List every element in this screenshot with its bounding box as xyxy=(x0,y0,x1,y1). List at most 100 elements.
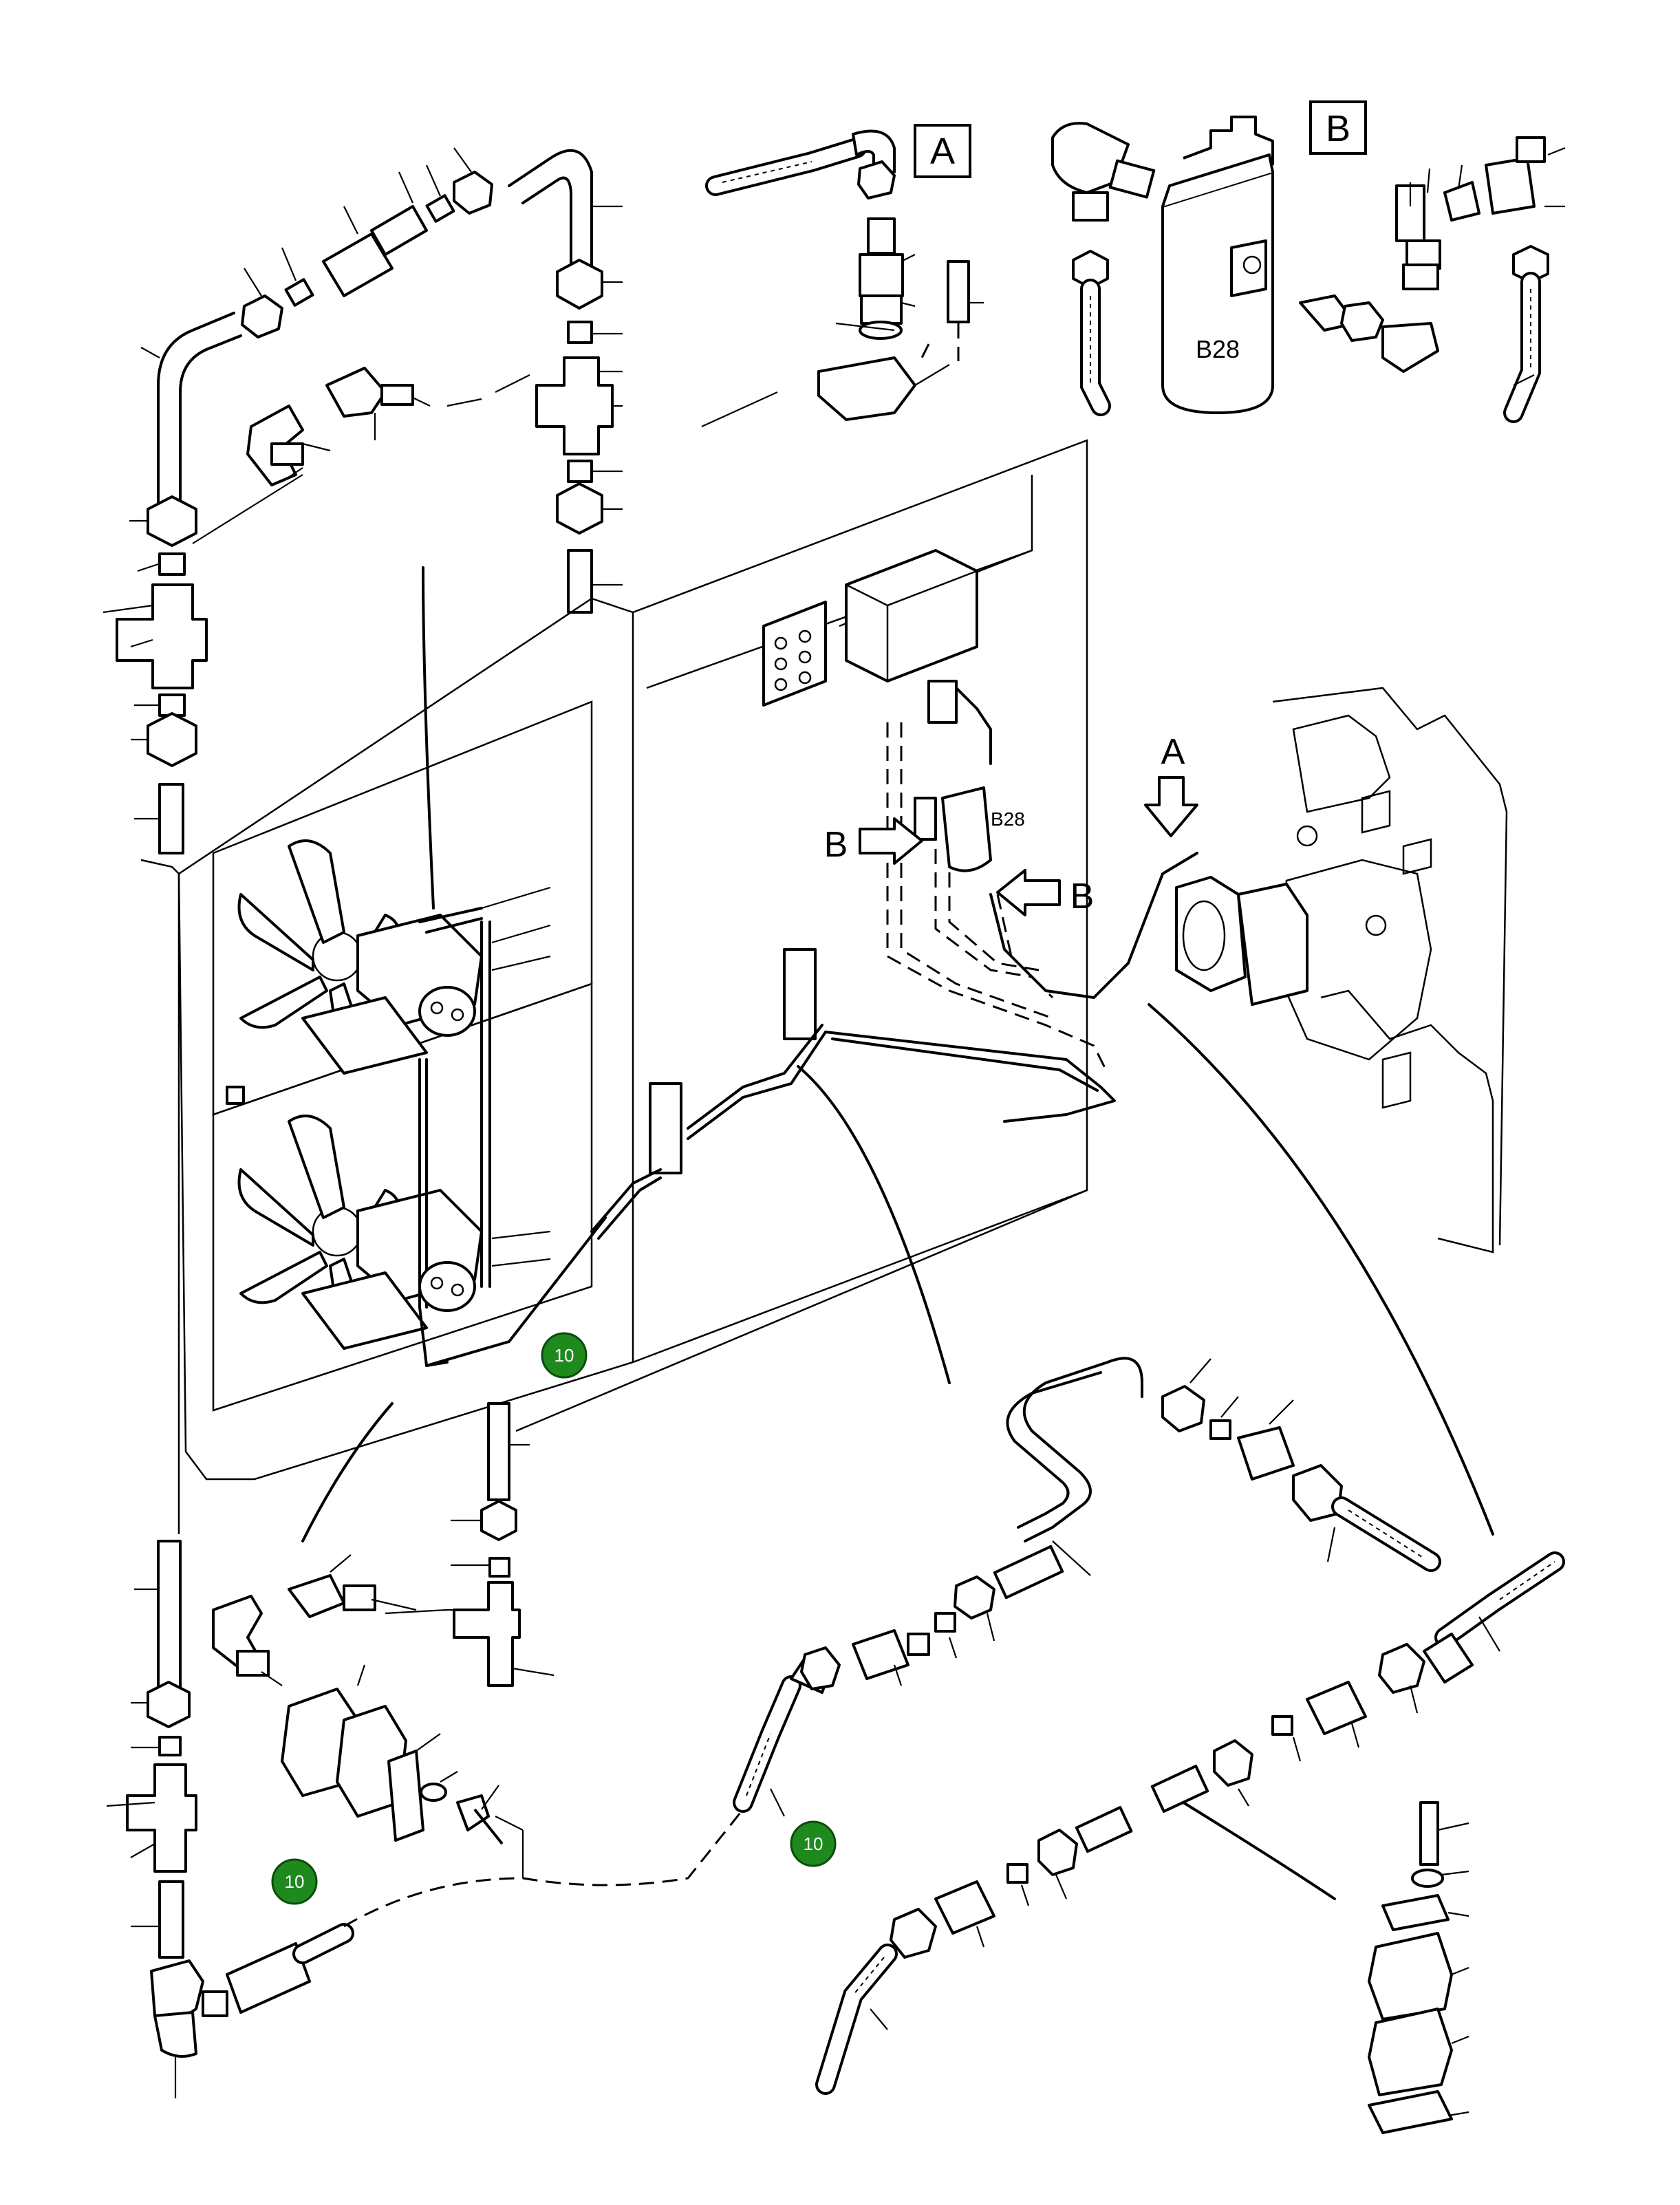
washer xyxy=(420,1783,447,1802)
item-badge-label: 10 xyxy=(804,1833,823,1854)
connector-panel xyxy=(762,601,827,707)
engine-pump-assembly xyxy=(1175,687,1508,1254)
hydraulic-motor-upper xyxy=(418,986,476,1037)
arrow-b-left xyxy=(859,817,923,865)
tube-stub xyxy=(1150,1765,1209,1813)
upper-cooling-fan xyxy=(226,839,483,1105)
tube-stub xyxy=(158,783,184,854)
tee-fitting xyxy=(126,1763,197,1873)
adapter-body xyxy=(859,253,904,297)
elbow-thread xyxy=(270,442,304,466)
ferrule xyxy=(1271,1715,1293,1736)
clamp-plate xyxy=(1381,1894,1450,1931)
swivel-nut xyxy=(1512,245,1549,283)
item-badge[interactable]: 10 xyxy=(541,1332,588,1379)
tee-fitting xyxy=(116,583,208,689)
detail-b-label-box xyxy=(1309,100,1367,155)
tube xyxy=(158,1880,184,1959)
tube-stub xyxy=(1075,1806,1133,1853)
hex-nut xyxy=(556,482,603,535)
view-arrows: B B A xyxy=(824,732,1198,916)
clamp-half-upper xyxy=(1368,1932,1453,2021)
male-connector xyxy=(1306,1681,1367,1735)
detail-a: A xyxy=(701,124,984,428)
hex-nut xyxy=(1161,1385,1205,1432)
hex-nut xyxy=(147,495,197,547)
pressure-filter-b28: B28 xyxy=(1161,116,1274,414)
hex-nut xyxy=(147,1681,191,1728)
detail-b: B B28 xyxy=(1051,100,1566,423)
bolt xyxy=(456,1794,504,1845)
ferrule xyxy=(425,194,455,223)
elbow-thread xyxy=(1108,159,1156,199)
item-badge-label: 10 xyxy=(285,1871,305,1892)
swivel-nut xyxy=(857,160,896,200)
top-left-fitting-assembly xyxy=(103,147,623,854)
hydraulic-motor-lower xyxy=(418,1261,476,1312)
split-flange xyxy=(817,356,916,421)
control-box xyxy=(845,549,978,682)
item-badge-label: 10 xyxy=(554,1345,574,1366)
adapter xyxy=(202,1990,228,2017)
ferrule xyxy=(1209,1419,1231,1440)
o-ring xyxy=(859,321,903,340)
ferrule xyxy=(284,278,314,307)
item-badge[interactable]: 10 xyxy=(271,1858,318,1905)
elbow-fitting xyxy=(325,367,387,418)
arrow-b-right-label: B xyxy=(1070,876,1095,916)
adapter xyxy=(867,217,896,255)
tee-fitting xyxy=(453,1581,521,1687)
tube-stub xyxy=(567,549,593,614)
washer xyxy=(1411,1869,1444,1888)
valve-block-upper xyxy=(783,948,817,1040)
swivel-nut xyxy=(890,1908,937,1959)
adapter xyxy=(907,1633,930,1656)
ferrule xyxy=(567,321,593,344)
elbow-body xyxy=(153,2011,197,2058)
ferrule xyxy=(1006,1863,1029,1884)
elbow-thread xyxy=(343,1584,376,1611)
bottom-middle-hose-assembly xyxy=(733,1357,1441,1817)
arrow-a-label: A xyxy=(1161,732,1185,772)
ferrule xyxy=(158,552,186,576)
male-connector xyxy=(322,233,394,297)
filter-b28-label: B28 xyxy=(1196,335,1240,363)
swivel-nut xyxy=(1402,263,1439,290)
hydraulic-pump xyxy=(1175,876,1247,992)
male-connector xyxy=(852,1629,909,1680)
hex-nut xyxy=(954,1575,995,1620)
pump-body xyxy=(1237,883,1309,1006)
hex-nut xyxy=(480,1500,517,1541)
hex-nut xyxy=(241,294,283,338)
swivel-nut xyxy=(1378,1643,1425,1694)
lower-cooling-fan xyxy=(237,1115,483,1350)
hex-nut xyxy=(1213,1739,1253,1787)
bottom-left-fitting-assembly xyxy=(106,1402,744,2098)
connector xyxy=(1443,181,1480,222)
adapter xyxy=(1516,136,1546,163)
male-connector xyxy=(934,1880,995,1935)
ferrule xyxy=(488,1557,510,1578)
clamp-plate xyxy=(387,1750,424,1842)
male-connector xyxy=(1237,1426,1295,1481)
tee-fitting xyxy=(1485,157,1536,215)
flange-fitting xyxy=(860,294,903,325)
connector-thread xyxy=(370,205,428,256)
valve-blocks xyxy=(590,948,1116,1240)
tube xyxy=(487,1402,510,1501)
detail-leaders xyxy=(301,566,1494,1900)
hex-nut xyxy=(147,712,197,767)
tee-fitting xyxy=(535,356,614,455)
filter-b28-installed: B28 xyxy=(914,680,1025,872)
hex-nut xyxy=(556,259,603,310)
arrow-b-left-label: B xyxy=(824,825,848,865)
fan-motor-piping xyxy=(418,886,607,1367)
hex-nut xyxy=(1340,301,1384,342)
item-badge[interactable]: 10 xyxy=(790,1820,837,1867)
hose-routing xyxy=(886,680,1198,1074)
hose-fitting xyxy=(1423,1633,1474,1684)
elbow-body xyxy=(1072,191,1109,222)
cap-screw xyxy=(947,260,970,323)
detail-b-label: B xyxy=(1326,108,1350,149)
